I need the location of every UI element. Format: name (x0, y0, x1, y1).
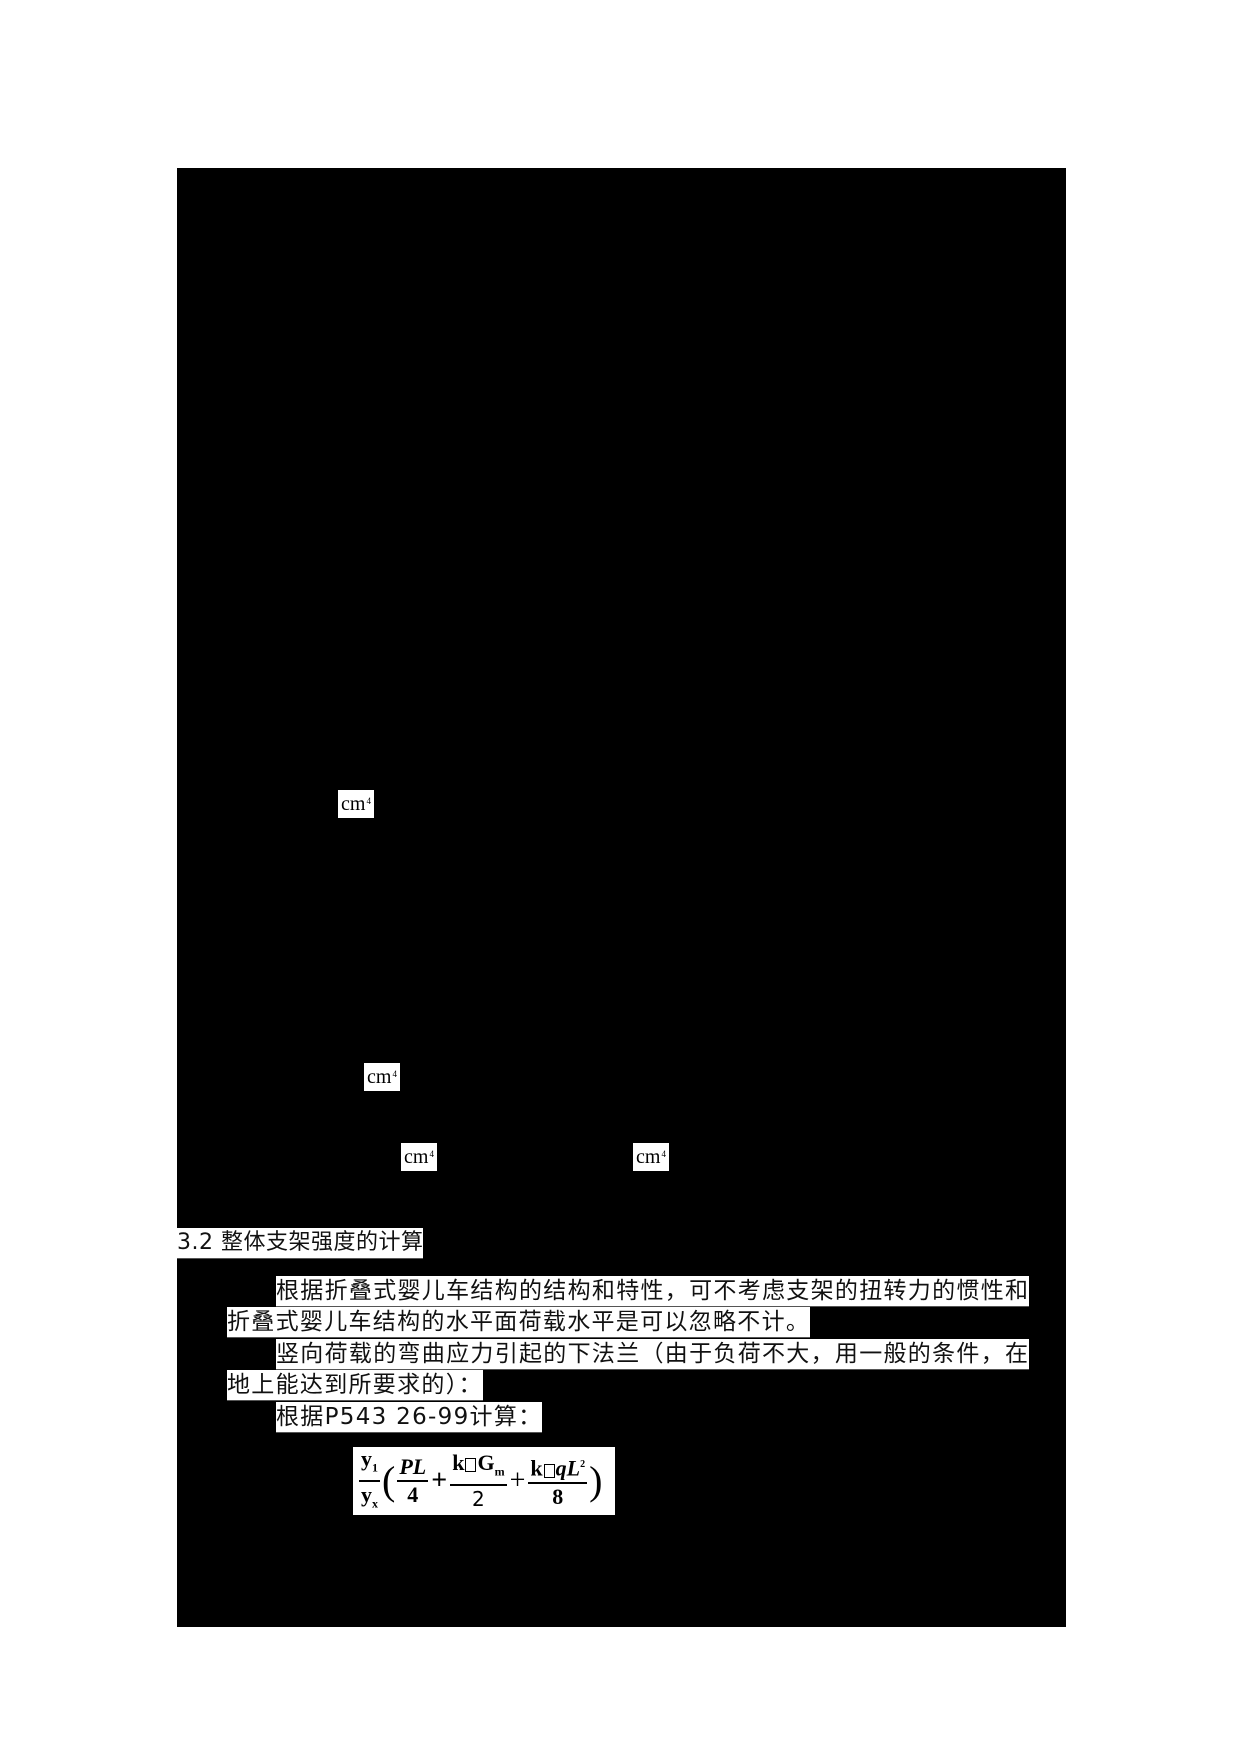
fraction-term1: PL 4 (397, 1454, 429, 1508)
symbol: y (361, 1482, 372, 1507)
unit-exponent: 4 (661, 1149, 666, 1159)
symbol: k (452, 1449, 465, 1475)
unit-label-cm4: cm4 (338, 790, 374, 818)
unit-label-cm4: cm4 (401, 1143, 437, 1171)
unit-label-cm4: cm4 (364, 1063, 400, 1091)
unit-label-cm4: cm4 (633, 1143, 669, 1171)
denominator: 4 (407, 1482, 419, 1507)
unit-text: cm (367, 1066, 392, 1088)
open-paren: ( (382, 1458, 396, 1503)
paragraph-line: 折叠式婴儿车结构的水平面荷载水平是可以忽略不计。 (227, 1307, 811, 1338)
subscript: 1 (372, 1460, 378, 1474)
denominator: 8 (552, 1483, 564, 1509)
unit-text: cm (404, 1146, 429, 1168)
numerator: PL (397, 1454, 429, 1482)
symbol: qL (555, 1455, 581, 1481)
symbol: k (530, 1455, 543, 1481)
paragraph-line: 地上能达到所要求的）： (227, 1370, 483, 1401)
plus-sign: + (431, 1465, 448, 1496)
paragraph-line: 根据P543 26-99计算： (276, 1402, 543, 1433)
unit-exponent: 4 (429, 1149, 434, 1159)
exponent: 2 (580, 1459, 586, 1471)
plus-sign: + (509, 1465, 526, 1496)
unit-exponent: 4 (392, 1069, 397, 1079)
unit-text: cm (341, 793, 366, 815)
symbol: y (361, 1445, 372, 1471)
subscript: m (494, 1464, 505, 1479)
paragraph-line: 竖向荷载的弯曲应力引起的下法兰（由于负荷不大，用一般的条件，在 (276, 1339, 1030, 1370)
denominator: 2 (472, 1487, 485, 1512)
close-paren: ) (589, 1458, 603, 1503)
fraction-ratio: y1 yx (359, 1446, 380, 1517)
unit-exponent: 4 (366, 796, 371, 806)
symbol: G (477, 1449, 495, 1475)
section-heading: 3.2 整体支架强度的计算 (177, 1228, 424, 1259)
missing-glyph-icon (543, 1463, 555, 1478)
paragraph-line: 根据折叠式婴儿车结构的结构和特性，可不考虑支架的扭转力的惯性和 (276, 1276, 1030, 1307)
subscript: x (372, 1496, 378, 1511)
missing-glyph-icon (465, 1457, 477, 1472)
unit-text: cm (636, 1146, 661, 1168)
